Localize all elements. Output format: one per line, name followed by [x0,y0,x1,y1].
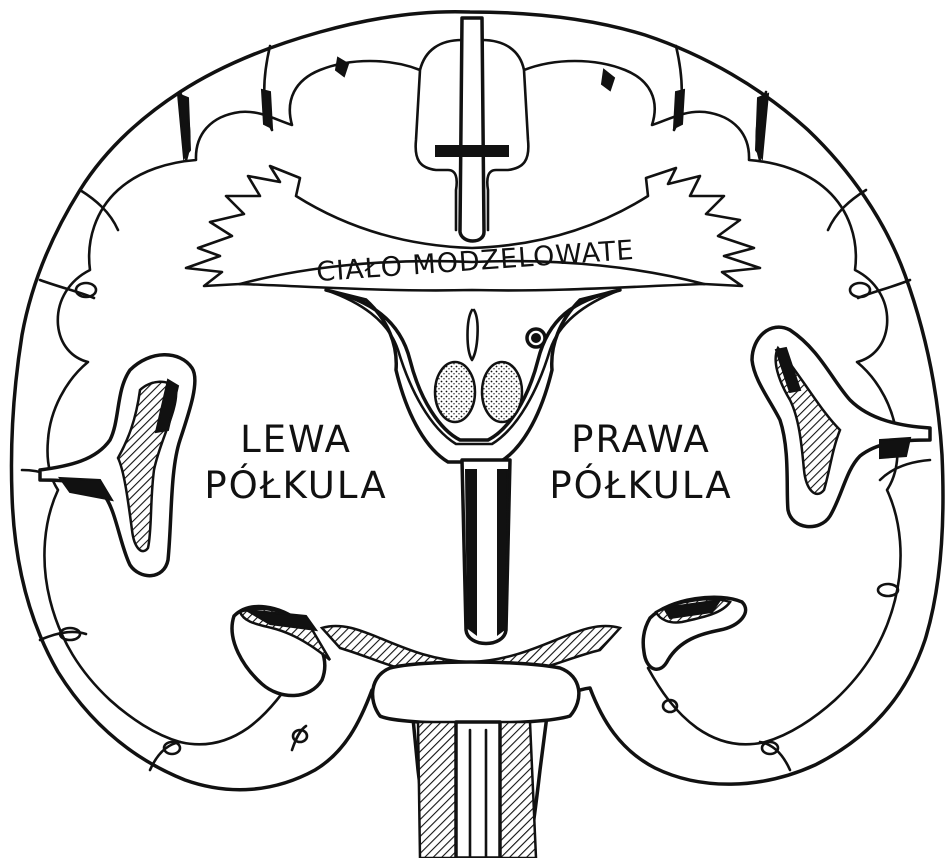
right-hemisphere-label-line1: PRAWA [571,418,711,461]
thalamus-left [435,362,475,422]
left-hemisphere-label-line1: LEWA [240,418,352,461]
thalamus-right [482,362,522,422]
left-hemisphere-label-line2: PÓŁKULA [204,463,387,507]
right-hemisphere-label-line2: PÓŁKULA [549,463,732,507]
third-ventricle [462,460,510,644]
